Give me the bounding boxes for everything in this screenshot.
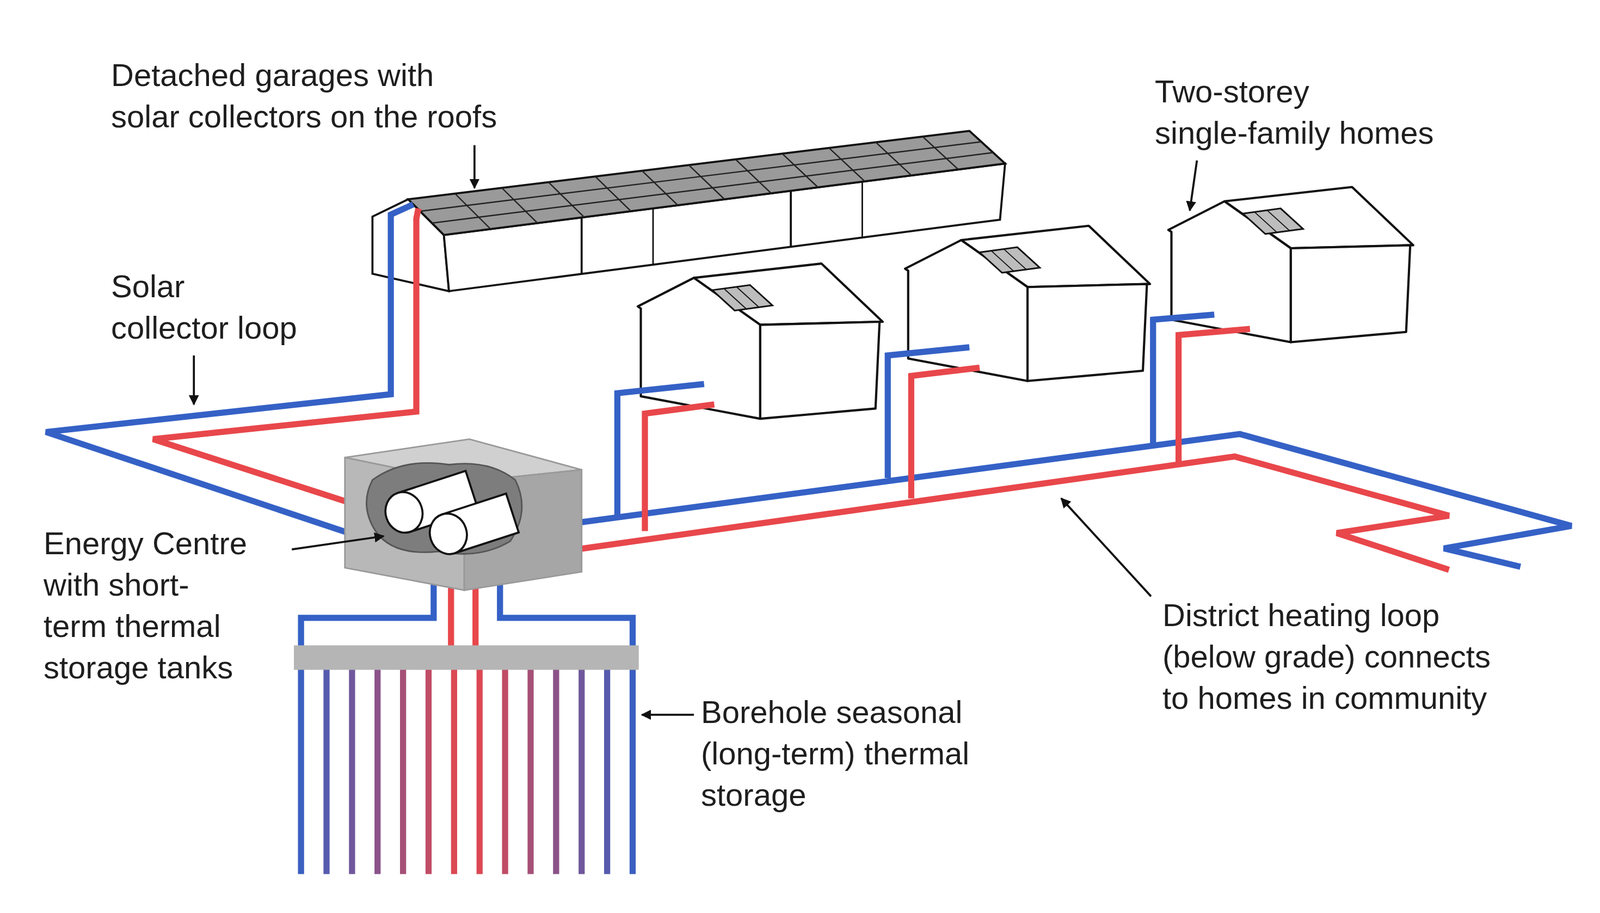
label-line: District heating loop — [1162, 594, 1491, 636]
label-line: solar collectors on the roofs — [111, 95, 497, 138]
label-line: Two-storey — [1154, 70, 1435, 113]
label-line: Solar — [111, 265, 298, 307]
callout-label: District heating loop (below grade) conn… — [1162, 594, 1491, 719]
single-family-homes — [637, 187, 1414, 420]
borehole-field — [293, 644, 639, 874]
leader-arrows — [193, 145, 1197, 715]
label-line: Borehole seasonal — [700, 691, 970, 733]
callout-label: Detached garages with solar collectors o… — [111, 54, 497, 138]
label-line: (below grade) connects — [1162, 635, 1491, 678]
energy-centre — [345, 439, 582, 591]
label-line: storage tanks — [43, 646, 248, 688]
label-line: with short- — [43, 563, 248, 606]
label-line: Detached garages with — [111, 54, 497, 96]
label-line: single-family homes — [1154, 112, 1435, 154]
callout-label: Solar collector loop — [111, 265, 298, 349]
label-line: term thermal — [43, 605, 248, 647]
label-line: storage — [700, 773, 970, 816]
callout-label: Energy Centre with short-term thermal st… — [43, 522, 248, 688]
label-line: Energy Centre — [43, 522, 248, 564]
solar-collector-grid — [420, 136, 994, 230]
callout-label: Two-storey single-family homes — [1154, 70, 1435, 154]
callout-label: Borehole seasonal (long-term) thermal st… — [700, 691, 970, 816]
label-line: (long-term) thermal — [700, 732, 970, 774]
label-line: to homes in community — [1162, 677, 1491, 719]
district-heating-loop — [576, 314, 1572, 570]
label-line: collector loop — [111, 306, 298, 349]
